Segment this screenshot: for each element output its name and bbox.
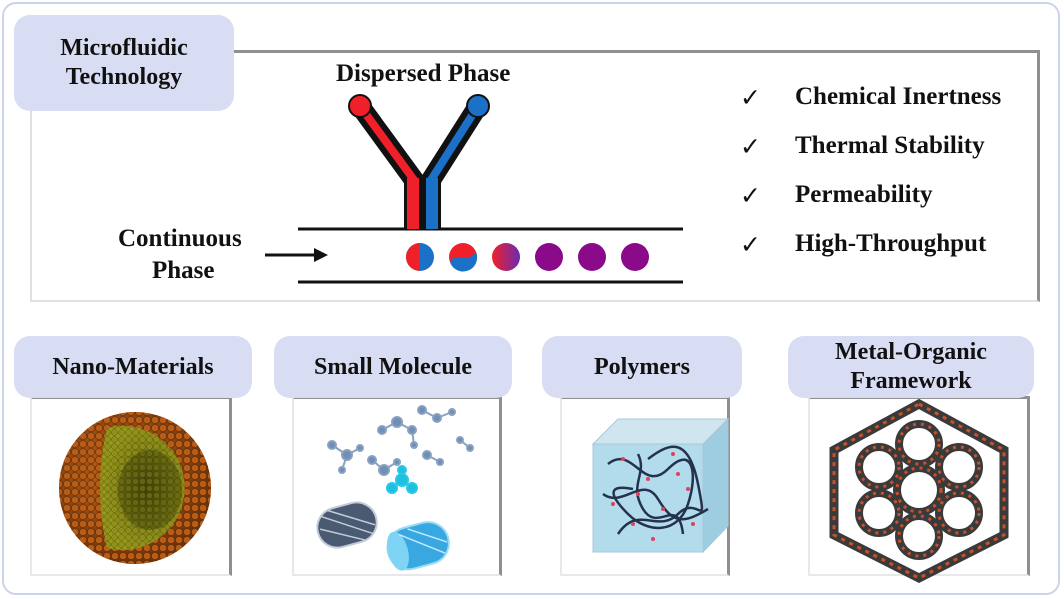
- property-item: ✓ Chemical Inertness: [740, 77, 1040, 117]
- property-label: Thermal Stability: [795, 132, 985, 159]
- flow-arrow-icon: [265, 248, 328, 262]
- droplet: [449, 243, 478, 272]
- small-molecule-image: [316, 405, 474, 571]
- check-icon: ✓: [740, 131, 761, 161]
- red-inlet-dot: [348, 94, 372, 118]
- category-small-molecule: Small Molecule: [274, 336, 512, 398]
- property-item: ✓ High-Throughput: [740, 224, 1040, 264]
- property-label: High-Throughput: [795, 230, 987, 257]
- polymer-network-image: [591, 417, 730, 554]
- property-label: Permeability: [795, 181, 933, 208]
- category-polymers: Polymers: [542, 336, 742, 398]
- dispersed-phase-label: Dispersed Phase: [336, 60, 511, 87]
- droplet: [578, 243, 606, 271]
- property-item: ✓ Thermal Stability: [740, 126, 1040, 166]
- mof-framework-image: [829, 398, 1009, 584]
- droplet: [492, 243, 520, 271]
- category-nano-materials: Nano-Materials: [14, 336, 252, 398]
- droplet: [406, 243, 434, 271]
- droplet: [621, 243, 649, 271]
- continuous-phase-label-line2: Phase: [152, 257, 215, 284]
- property-item: ✓ Permeability: [740, 175, 1040, 215]
- microfluidic-panel: [30, 50, 1040, 302]
- nanoparticle-image: [59, 412, 211, 564]
- continuous-phase-label-line1: Continuous: [118, 225, 242, 252]
- page-title: Microfluidic Technology: [14, 15, 234, 111]
- y-inlet: [351, 100, 487, 229]
- property-label: Chemical Inertness: [795, 83, 1002, 110]
- droplet: [535, 243, 563, 271]
- check-icon: ✓: [740, 229, 761, 259]
- check-icon: ✓: [740, 180, 761, 210]
- check-icon: ✓: [740, 82, 761, 112]
- blue-inlet-dot: [466, 94, 490, 118]
- category-mof: Metal-Organic Framework: [788, 336, 1034, 398]
